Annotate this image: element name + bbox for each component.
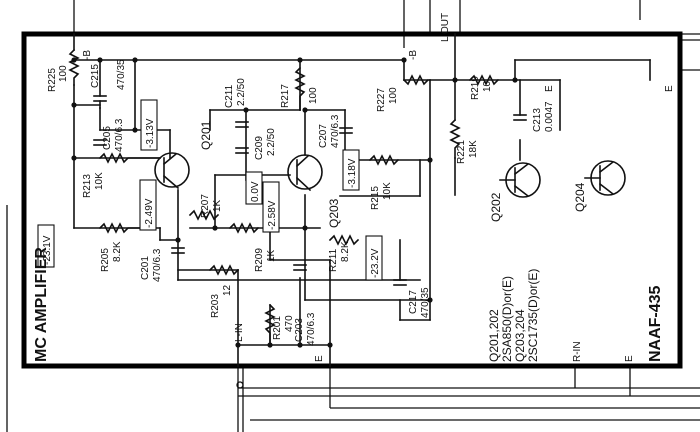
label-r211-ref: R211 bbox=[328, 248, 339, 272]
parts-note-line-1: Q201,202 bbox=[487, 309, 501, 362]
voltage-c217: -23.2V bbox=[370, 248, 381, 278]
board-outline bbox=[21, 31, 683, 369]
label-c213-ref: C213 bbox=[532, 108, 543, 132]
label-r201-ref: R201 bbox=[272, 316, 283, 340]
board-id: NAAF-435 bbox=[647, 285, 664, 362]
parts-note: Q201,202 2SA850(D)or(E) Q203,204 2SC1735… bbox=[487, 269, 540, 362]
label-c203-ref: C203 bbox=[294, 318, 305, 342]
terminal-e3: E bbox=[664, 85, 675, 92]
terminal-b-right: -B bbox=[408, 50, 419, 60]
label-r217-ref: R217 bbox=[280, 84, 291, 108]
label-c217-ref: C217 bbox=[408, 290, 419, 314]
transistor-q202 bbox=[499, 162, 541, 198]
label-c207-value: 470/6.3 bbox=[330, 114, 341, 148]
label-q203: Q203 bbox=[327, 198, 341, 228]
label-r205-value: 8.2K bbox=[112, 241, 123, 262]
junctions bbox=[71, 57, 518, 348]
label-q202: Q202 bbox=[489, 192, 503, 222]
label-r205-ref: R205 bbox=[100, 248, 111, 272]
label-c209-ref: C209 bbox=[254, 136, 265, 160]
label-r207-ref: R207 bbox=[200, 194, 211, 218]
label-c215-ref: C215 bbox=[90, 64, 101, 88]
label-c203-value: 470/6.3 bbox=[306, 312, 317, 346]
voltage-q203-collector: -3.18V bbox=[347, 158, 358, 188]
label-c213-value: 0.0047 bbox=[544, 101, 555, 132]
terminal-e4: E bbox=[544, 85, 555, 92]
label-r221-ref: R221 bbox=[456, 140, 467, 164]
label-r209-value: 1K bbox=[266, 249, 277, 262]
voltage-boxes bbox=[37, 99, 383, 281]
transistor-q203 bbox=[287, 154, 323, 192]
transistor-labels: Q201 Q203 Q202 Q204 bbox=[199, 120, 587, 228]
terminal-l-in: L-IN bbox=[234, 323, 245, 342]
label-q204: Q204 bbox=[573, 182, 587, 212]
label-r219-value: 10 bbox=[482, 80, 493, 92]
label-c211-value: 2.2/50 bbox=[236, 78, 247, 106]
transistor-q201 bbox=[154, 152, 190, 190]
label-r227-value: 100 bbox=[388, 87, 399, 104]
label-r203-ref: R203 bbox=[210, 294, 221, 318]
capacitor-labels: C215 470/35 C205 470/6.3 C211 2.2/50 C20… bbox=[90, 59, 555, 346]
label-c215-value: 470/35 bbox=[116, 59, 127, 90]
voltage-q201-emitter: -2.49V bbox=[144, 198, 155, 228]
label-r207-value: 1K bbox=[212, 199, 223, 212]
terminal-b-top: -B bbox=[82, 50, 93, 60]
bottom-wiring bbox=[236, 366, 700, 432]
resistor-symbols bbox=[68, 48, 500, 346]
parts-note-line-3: Q203,204 bbox=[513, 309, 527, 362]
voltage-q203-emitter: -2.58V bbox=[267, 200, 278, 230]
resistor-labels: R225 100 R213 10K R207 1K R205 8.2K R209… bbox=[47, 65, 493, 340]
label-q201: Q201 bbox=[199, 120, 213, 150]
label-c217-value: 470/35 bbox=[420, 287, 431, 318]
label-r215-ref: R215 bbox=[370, 186, 381, 210]
terminal-e2: E bbox=[624, 355, 635, 362]
voltage-labels: -3.13V -2.49V -23.1V 0.0V -2.58V -3.18V … bbox=[42, 118, 381, 278]
label-r201-value: 470 bbox=[284, 315, 295, 332]
label-r213-ref: R213 bbox=[82, 174, 93, 198]
label-c205-value: 470/6.3 bbox=[114, 118, 125, 152]
transistor-q204 bbox=[584, 160, 626, 196]
terminal-e1: E bbox=[314, 355, 325, 362]
label-r225-value: 100 bbox=[58, 65, 69, 82]
voltage-q201-collector: -3.13V bbox=[145, 118, 156, 148]
voltage-q203-base: 0.0V bbox=[250, 181, 261, 202]
label-c209-value: 2.2/50 bbox=[266, 128, 277, 156]
label-r209-ref: R209 bbox=[254, 248, 265, 272]
label-c205-ref: C205 bbox=[102, 126, 113, 150]
board-title: MC AMPLIFIER bbox=[33, 247, 50, 362]
label-c207-ref: C207 bbox=[318, 124, 329, 148]
label-r217-value: 100 bbox=[308, 87, 319, 104]
parts-note-line-4: 2SC1735(D)or(E) bbox=[526, 269, 540, 362]
label-r215-value: 10K bbox=[382, 182, 393, 200]
label-r221-value: 18K bbox=[468, 140, 479, 158]
label-r219-ref: R219 bbox=[470, 76, 481, 100]
label-r213-value: 10K bbox=[94, 172, 105, 190]
parts-note-line-2: 2SA850(D)or(E) bbox=[500, 276, 514, 362]
circuit-wiring bbox=[73, 33, 651, 367]
terminal-r-in: R-IN bbox=[572, 341, 583, 362]
label-r203-value: 12 bbox=[222, 284, 233, 296]
capacitor-symbols bbox=[93, 95, 527, 286]
label-c201-value: 470/6.3 bbox=[152, 248, 163, 282]
terminal-labels: -B -B L OUT L-IN R-IN E E E E bbox=[82, 13, 675, 362]
label-c211-ref: C211 bbox=[224, 84, 235, 108]
terminal-l-out: L OUT bbox=[440, 13, 451, 42]
voltage-left: -23.1V bbox=[42, 235, 53, 265]
label-c201-ref: C201 bbox=[140, 256, 151, 280]
label-r211-value: 8.2K bbox=[340, 241, 351, 262]
label-r227-ref: R227 bbox=[376, 88, 387, 112]
label-r225-ref: R225 bbox=[47, 68, 58, 92]
